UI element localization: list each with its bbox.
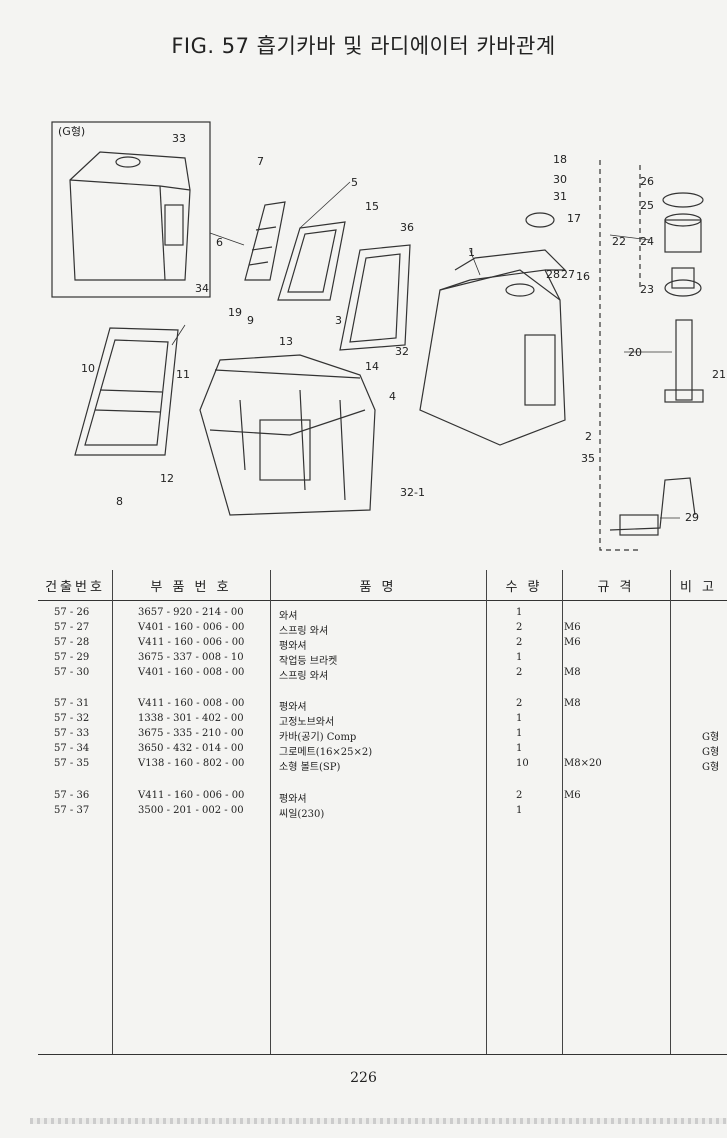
callout-34: 34 xyxy=(195,282,209,295)
callout-30: 30 xyxy=(553,173,567,186)
column-divider xyxy=(486,570,487,1055)
callout-17: 17 xyxy=(567,212,581,225)
inset-box xyxy=(51,121,211,298)
callout-35: 35 xyxy=(581,452,595,465)
callout-19: 19 xyxy=(228,306,242,319)
page-title: FIG. 57 흡기카바 및 라디에이터 카바관계 xyxy=(171,34,556,58)
header-part-name: 품 명 xyxy=(359,580,397,595)
callout-21: 21 xyxy=(712,368,726,381)
inset-label: (G형) xyxy=(58,125,85,138)
callout-24: 24 xyxy=(640,235,654,248)
callout-31: 31 xyxy=(553,190,567,203)
column-divider xyxy=(112,570,113,1055)
callout-11: 11 xyxy=(176,368,190,381)
callout-5: 5 xyxy=(351,176,358,189)
callout-4: 4 xyxy=(389,390,396,403)
callout-12: 12 xyxy=(160,472,174,485)
scan-artifact xyxy=(30,1118,727,1124)
callout-6: 6 xyxy=(216,236,223,249)
callout-29: 29 xyxy=(685,511,699,524)
callout-1: 1 xyxy=(468,246,475,259)
callout-2: 2 xyxy=(585,430,592,443)
callout-27: 27 xyxy=(561,268,575,281)
callout-16: 16 xyxy=(576,270,590,283)
callout-22: 22 xyxy=(612,235,626,248)
callout-32: 32 xyxy=(395,345,409,358)
header-ref: 건출번호 xyxy=(45,580,105,595)
callout-23: 23 xyxy=(640,283,654,296)
callout-25: 25 xyxy=(640,199,654,212)
header-remarks: 비 고 xyxy=(679,580,718,595)
callout-3: 3 xyxy=(335,314,342,327)
callout-13: 13 xyxy=(279,335,293,348)
header-part-number: 부 품 번 호 xyxy=(150,580,232,595)
callout-36: 36 xyxy=(400,221,414,234)
callout-15: 15 xyxy=(365,200,379,213)
callout-33: 33 xyxy=(172,132,186,145)
column-divider xyxy=(670,570,671,1055)
callout-7: 7 xyxy=(257,155,264,168)
callout-8: 8 xyxy=(116,495,123,508)
page-number: 226 xyxy=(350,1070,377,1086)
table-header: 건출번호 부 품 번 호 품 명 수 량 규 격 비 고 xyxy=(38,570,727,601)
exploded-parts-diagram: (G형) 33 34 7 5 6 15 36 1 18 30 31 17 28 … xyxy=(51,121,726,551)
column-divider xyxy=(270,570,271,1055)
callout-28: 28 xyxy=(546,268,560,281)
table-bottom-rule xyxy=(38,1054,727,1055)
callout-32-1: 32-1 xyxy=(400,486,425,499)
callout-18: 18 xyxy=(553,153,567,166)
callout-9: 9 xyxy=(247,314,254,327)
callout-14: 14 xyxy=(365,360,379,373)
callout-10: 10 xyxy=(81,362,95,375)
callout-26: 26 xyxy=(640,175,654,188)
column-divider xyxy=(562,570,563,1055)
callout-20: 20 xyxy=(628,346,642,359)
header-quantity: 수 량 xyxy=(505,580,543,595)
header-spec: 규 격 xyxy=(597,580,635,595)
